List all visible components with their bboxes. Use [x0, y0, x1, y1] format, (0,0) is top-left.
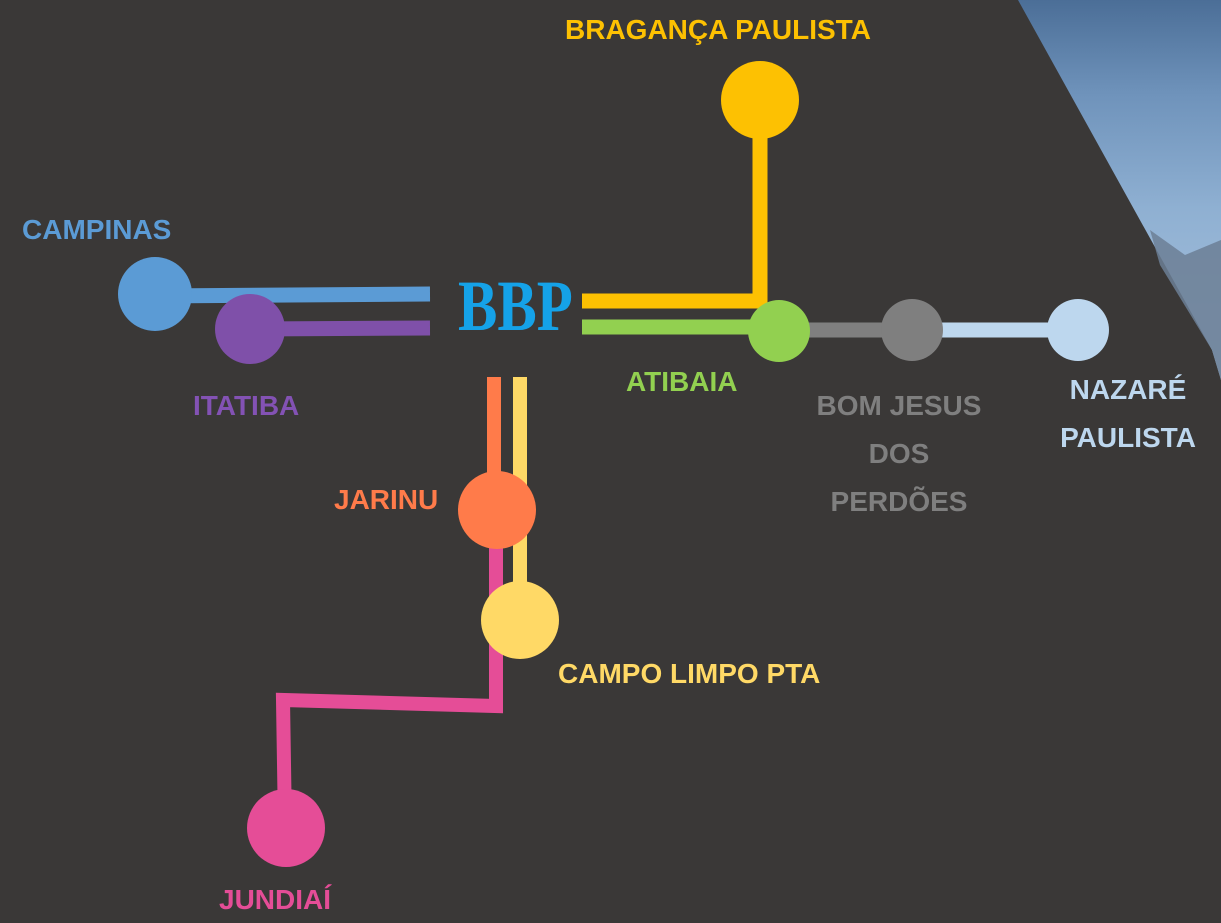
jundiai-node [247, 789, 325, 867]
atibaia-label: ATIBAIA [626, 366, 738, 397]
braganca-label: BRAGANÇA PAULISTA [565, 14, 871, 45]
braganca-route [582, 100, 768, 309]
campinas-label: CAMPINAS [22, 214, 172, 245]
campo-limpo-label: CAMPO LIMPO PTA [558, 658, 821, 689]
bom-jesus-label-line-2: DOS [868, 438, 930, 469]
itatiba-label: ITATIBA [193, 390, 300, 421]
bom-jesus-node [881, 299, 943, 361]
bom-jesus-label-line-1: BOM JESUS [816, 390, 982, 421]
jundiai-label: JUNDIAÍ [219, 884, 332, 915]
jarinu-node [458, 471, 536, 549]
itatiba-node [215, 294, 285, 364]
campinas-route [154, 286, 431, 304]
bom-jesus-label: BOM JESUS DOS PERDÕES [797, 382, 1001, 526]
atibaia-node [748, 300, 810, 362]
nazare-node [1047, 299, 1109, 361]
nazare-label: NAZARÉ PAULISTA [1045, 366, 1211, 462]
nazare-label-line-1: NAZARÉ [1069, 374, 1187, 405]
campinas-node [118, 257, 192, 331]
corner-photo-mountain [1150, 230, 1221, 380]
jundiai-route [275, 510, 503, 829]
center-label: BBP [458, 266, 573, 346]
nazare-label-line-2: PAULISTA [1060, 422, 1196, 453]
bom-jesus-label-line-3: PERDÕES [830, 486, 968, 517]
corner-photo [1018, 0, 1221, 380]
braganca-node [721, 61, 799, 139]
jarinu-label: JARINU [334, 484, 439, 515]
campo-limpo-node [481, 581, 559, 659]
